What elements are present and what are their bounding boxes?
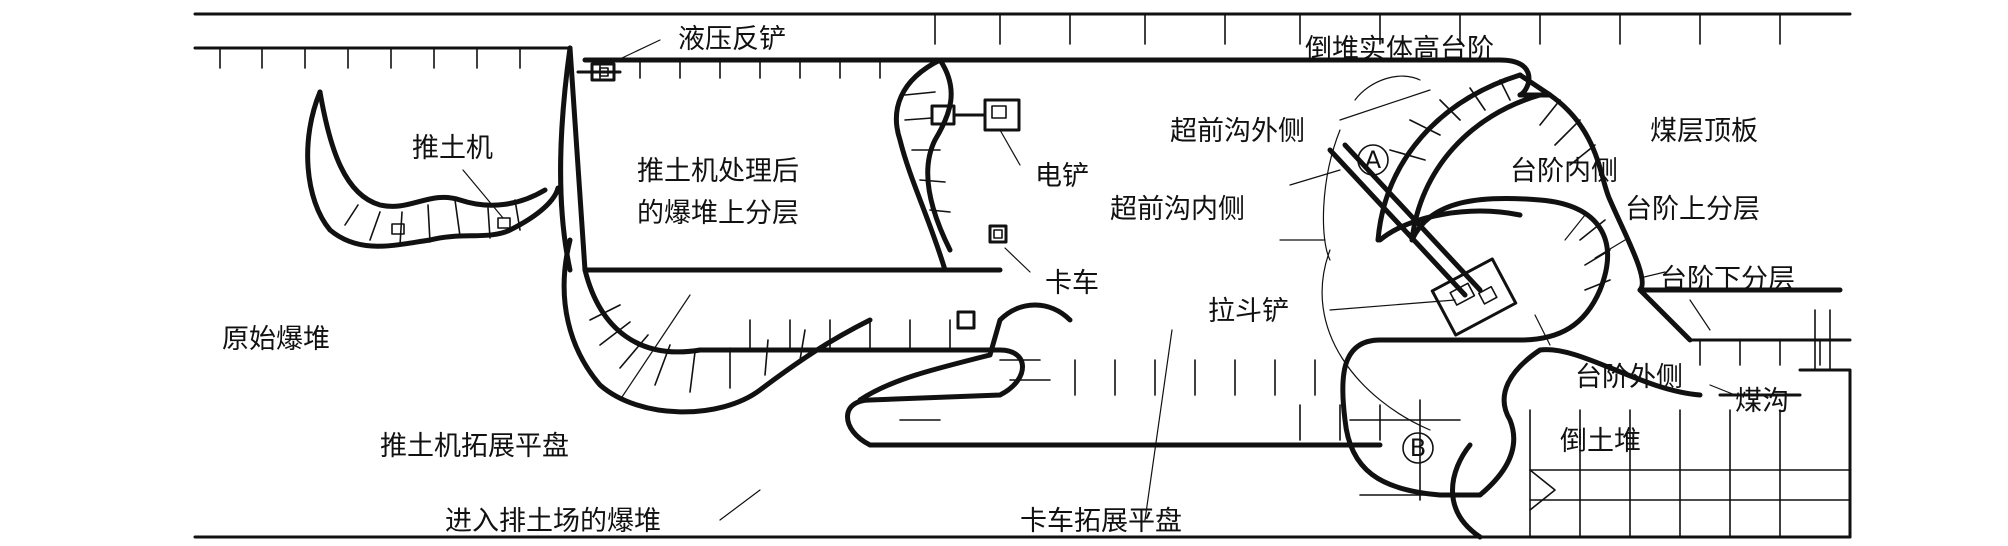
label-bench-lower: 台阶下分层 <box>1660 264 1795 295</box>
dozer-icon <box>391 217 511 235</box>
label-shovel: 电铲 <box>1035 161 1089 192</box>
label-coal-ditch: 煤沟 <box>1735 386 1789 417</box>
truck-icon <box>956 224 1008 330</box>
dozer-pit <box>305 89 561 249</box>
label-truck: 卡车 <box>1045 268 1099 299</box>
label-upper-layer: 的爆堆上分层 <box>637 198 799 229</box>
marker-a-label: A <box>1365 146 1382 174</box>
label-cast-high-bench: 倒堆实体高台阶 <box>1305 34 1494 65</box>
label-pre-ditch-inner: 超前沟内侧 <box>1110 194 1245 225</box>
marker-a: A <box>1357 144 1389 176</box>
dozer-bench <box>561 237 873 415</box>
marker-b-label: B <box>1410 434 1426 462</box>
shovel-icon <box>930 98 1021 132</box>
dragline-area <box>1279 72 1543 431</box>
marker-b: B <box>1402 432 1434 464</box>
spoil-pile <box>1340 337 1851 540</box>
top-boundary <box>193 12 1852 69</box>
label-bench-upper: 台阶上分层 <box>1625 194 1760 225</box>
label-dozer: 推土机 <box>412 133 493 164</box>
label-truck-bench: 卡车拓展平盘 <box>1020 506 1182 537</box>
label-muckpile-dump: 进入排土场的爆堆 <box>445 506 661 537</box>
label-dragline: 拉斗铲 <box>1208 296 1289 327</box>
bench-layers <box>1377 92 1843 346</box>
label-original-muckpile: 原始爆堆 <box>222 324 330 355</box>
label-hydraulic-backhoe: 液压反铲 <box>678 24 786 55</box>
dragline-leader <box>1329 299 1456 311</box>
main-upper-block <box>937 57 1553 273</box>
hydraulic-backhoe-icon <box>576 62 622 82</box>
truck-leader <box>1004 247 1031 273</box>
dragline-icon <box>1327 142 1518 337</box>
label-coal-roof: 煤层顶板 <box>1650 116 1758 147</box>
backhoe-leader <box>621 39 661 59</box>
label-pre-ditch-outer: 超前沟外侧 <box>1170 116 1305 147</box>
label-bench-inner: 台阶内侧 <box>1510 156 1618 187</box>
shovel-leader <box>999 129 1021 166</box>
truck-bench <box>697 302 1383 521</box>
label-bench-outer: 台阶外侧 <box>1575 362 1683 393</box>
coal-area <box>1688 309 1852 539</box>
label-dozer-bench: 推土机拓展平盘 <box>380 431 569 462</box>
label-dozer-treated: 推土机处理后 <box>637 156 799 187</box>
label-spoil-pile: 倒土堆 <box>1560 426 1641 457</box>
